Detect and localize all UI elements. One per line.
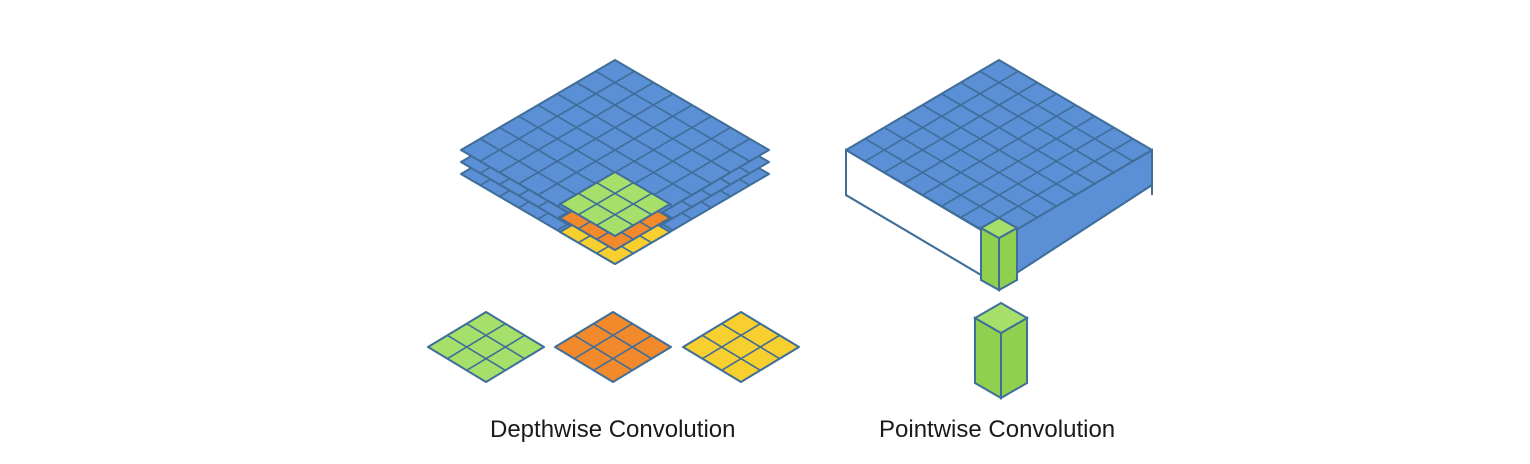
pointwise-kernel-in-volume [978, 216, 1020, 292]
grid-line [979, 138, 1134, 230]
grid-line [466, 334, 526, 372]
grid-line [577, 192, 634, 227]
prism-top-face [972, 301, 1030, 335]
grid-face [554, 311, 672, 383]
grid-line [446, 322, 506, 360]
grid-line [701, 322, 761, 360]
kernel-orange [554, 311, 672, 383]
pointwise-kernel [972, 301, 1030, 400]
grid-line [883, 126, 1038, 219]
grid-line [537, 104, 693, 196]
prism-top-face [978, 216, 1020, 240]
grid-face [682, 311, 800, 383]
grid-face [427, 311, 545, 383]
kernel-yellow [682, 311, 800, 383]
grid-line [922, 104, 1076, 196]
depthwise-convolution-illustration [427, 59, 800, 383]
grid-line [577, 181, 634, 216]
pointwise-convolution-illustration [845, 59, 1153, 400]
pointwise-caption: Pointwise Convolution [879, 416, 1116, 443]
stacked-kernel-green [559, 171, 671, 237]
grid-line [864, 138, 1019, 230]
grid-line [701, 334, 761, 372]
grid-line [902, 115, 1057, 207]
grid-line [573, 334, 633, 372]
grid-line [446, 334, 506, 372]
grid-line [596, 181, 653, 216]
grid-line [593, 334, 653, 372]
grid-line [573, 322, 633, 360]
grid-line [960, 126, 1115, 219]
depthwise-caption: Depthwise Convolution [490, 416, 736, 443]
grid-line [466, 322, 526, 360]
kernel-green [427, 311, 545, 383]
grid-line [593, 322, 653, 360]
grid-line [596, 192, 653, 227]
grid-line [721, 322, 781, 360]
grid-line [941, 115, 1096, 207]
grid-line [721, 334, 781, 372]
